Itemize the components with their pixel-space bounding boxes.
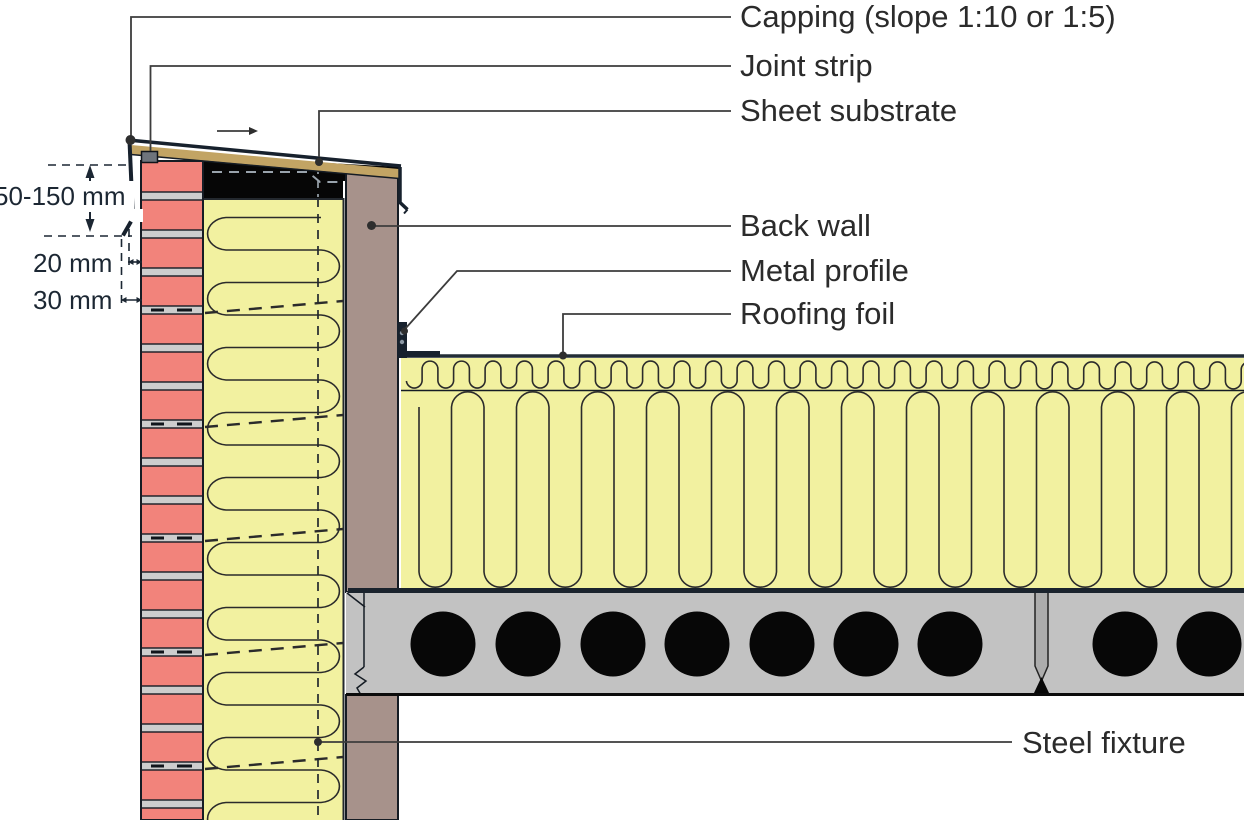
- arrow-left-icon: [128, 259, 134, 265]
- mortar-joint: [140, 343, 204, 353]
- capping-leader: [130, 16, 731, 137]
- sheet-substrate-leader: [318, 110, 731, 157]
- mortar-joint: [140, 495, 204, 505]
- hollow-core: [917, 611, 983, 677]
- dimension-20mm: 20 mm: [33, 248, 113, 278]
- roof-insulation: [348, 354, 1244, 593]
- dimension-30mm: 30 mm: [33, 285, 113, 315]
- arrow-right-icon: [136, 297, 142, 303]
- label-sheet-substrate: Sheet substrate: [740, 93, 958, 128]
- mortar-joint: [140, 799, 204, 809]
- hollow-core: [664, 611, 730, 677]
- mortar-joint: [140, 229, 204, 239]
- metal-profile-shape: [397, 322, 440, 358]
- mortar-joint: [140, 723, 204, 733]
- hollow-core: [833, 611, 899, 677]
- wall-insulation-serpentine-pattern: [206, 216, 341, 820]
- brick-veneer: [140, 160, 204, 820]
- hollow-core: [749, 611, 815, 677]
- arrow-right-icon: [136, 259, 142, 265]
- label-metal-profile: Metal profile: [740, 253, 909, 288]
- capping-rear-drip: [398, 167, 409, 211]
- mortar-joint: [140, 381, 204, 391]
- mortar-joint: [140, 457, 204, 467]
- hollow-core: [410, 611, 476, 677]
- fixture-dashed-line: [204, 755, 344, 771]
- back-wall-leader-dot: [367, 221, 376, 230]
- roofing-foil-leader-dot: [559, 351, 567, 360]
- slope-arrow-head-icon: [249, 127, 258, 135]
- back-wall-lower: [345, 694, 399, 820]
- back-wall-structure: [345, 171, 399, 820]
- sheet-substrate-board: [131, 145, 399, 178]
- metal-profile-flange: [397, 351, 440, 358]
- cavity-step-hidden-line: [212, 171, 344, 183]
- hollow-core: [580, 611, 646, 677]
- wall-insulation: [204, 198, 345, 820]
- mortar-joint: [140, 267, 204, 277]
- back-wall-upper: [345, 171, 399, 593]
- roofing-foil-leader: [562, 313, 731, 352]
- hollow-core: [1176, 611, 1242, 677]
- mortar-joint: [140, 191, 204, 201]
- roof-insulation-top-layer: [401, 358, 1244, 391]
- arrow-down-icon: [85, 219, 95, 232]
- dimension-capping-face-height: 50-150 mm: [0, 181, 134, 213]
- leader-lines: [125, 16, 1012, 746]
- mortar-joint: [140, 305, 204, 315]
- capping-assembly: [121, 138, 409, 237]
- roofing-foil-corrugation: [405, 360, 1244, 390]
- board-underside-line: [130, 153, 400, 180]
- hollow-core: [495, 611, 561, 677]
- hidden-fixture-dashed-lines: [204, 299, 344, 771]
- mortar-joint: [140, 647, 204, 657]
- brick-column: [141, 161, 203, 820]
- arrow-up-icon: [85, 165, 95, 178]
- hollow-core: [1092, 611, 1158, 677]
- label-roofing-foil: Roofing foil: [740, 296, 896, 331]
- steel-fixture-leader-dot: [314, 738, 322, 746]
- label-back-wall: Back wall: [740, 208, 871, 243]
- mortar-joint: [140, 609, 204, 619]
- hollow-core-slab: [346, 591, 1244, 696]
- arrow-left-icon: [121, 297, 127, 303]
- slab-break-line: [353, 666, 368, 696]
- label-steel-fixture: Steel fixture: [1022, 725, 1186, 760]
- rivet-icon: [399, 339, 405, 345]
- capping-leader-dot: [125, 135, 136, 145]
- label-joint-strip: Joint strip: [740, 48, 873, 83]
- mortar-joint: [140, 761, 204, 771]
- capping-rear-drip-hook: [403, 208, 409, 215]
- mortar-joint: [140, 685, 204, 695]
- fixture-dashed-line: [204, 413, 344, 429]
- fixture-dashed-line: [204, 641, 344, 657]
- metal-profile-leader-dot: [401, 327, 408, 335]
- joint-strip-piece: [140, 150, 159, 164]
- wall-insulation-body: [204, 198, 343, 820]
- brick-column-outline: [140, 160, 204, 820]
- capping-drip-edge: [121, 220, 133, 237]
- sheet-substrate-leader-dot: [315, 158, 323, 166]
- mortar-joint: [140, 571, 204, 581]
- capping-sheet: [127, 138, 402, 168]
- fixture-dashed-line: [204, 299, 344, 315]
- joint-strip-leader: [149, 65, 731, 151]
- metal-profile-leader: [404, 270, 731, 330]
- mortar-joint: [140, 533, 204, 543]
- label-capping: Capping (slope 1:10 or 1:5): [740, 0, 1116, 34]
- slab-joint-notch: [1033, 677, 1050, 694]
- roof-insulation-body: [401, 390, 1244, 590]
- mortar-joint: [140, 419, 204, 429]
- fixture-dashed-line: [204, 527, 344, 543]
- slab-joint-grout: [1034, 591, 1049, 683]
- slab-chamfer: [346, 592, 366, 608]
- roof-insulation-serpentine-pattern: [418, 391, 1244, 588]
